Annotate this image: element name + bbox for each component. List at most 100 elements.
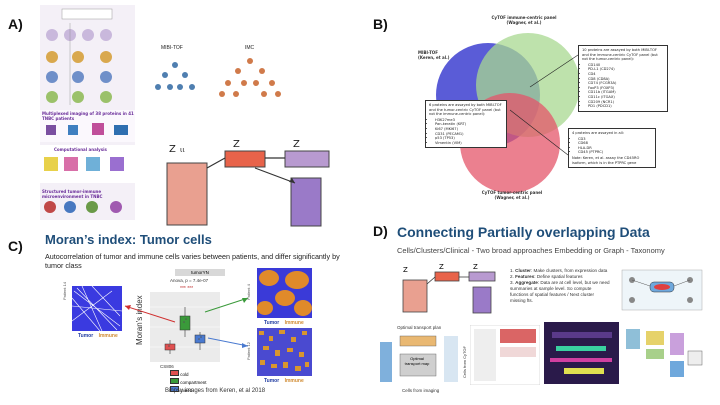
- legend-item-mixed: mixed: [170, 386, 207, 394]
- list-left-heading: 6 proteins are assayed by both MIBI-TOF …: [429, 103, 502, 117]
- tumor-label-left: Tumor: [78, 333, 94, 339]
- panel-label-a: A): [8, 16, 23, 32]
- list-left-item: p53 (TP53): [435, 136, 503, 141]
- svg-text:Z: Z: [233, 139, 240, 150]
- list-left-item: Vimentin (VIM): [435, 141, 503, 146]
- d-title: Connecting Partially overlapping Data: [397, 224, 650, 240]
- tissue-legend-left: Tumor Immune: [78, 333, 118, 339]
- list-center-item: CD68: [578, 141, 652, 146]
- latent-model-diagram: Z ιι Z Z: [166, 139, 330, 227]
- ot-title: Optimal transport plan: [397, 325, 442, 330]
- list-right-item: CD74 (FCGR3A): [588, 81, 664, 86]
- graph-mini-diagram: [621, 269, 703, 311]
- svg-text:Z: Z: [293, 139, 300, 150]
- taxonomy-diagram: [626, 329, 703, 377]
- tissue-legend-right-top: Tumor Immune: [264, 320, 304, 326]
- z-symbol: Z: [169, 144, 176, 155]
- list-center-items: CD3CD68HLA-DRCD45 (PTPRC): [578, 137, 652, 155]
- list-right-item: CD209 (NCR1): [588, 100, 664, 105]
- step-3: 3. Aggregate: Data are at cell level, bu…: [510, 280, 610, 303]
- list-left-item: Pan-keratin (KRT): [435, 122, 503, 127]
- list-right-heading: 10 proteins are assayed by both MIBI-TOF…: [582, 48, 658, 62]
- list-right-item: FoxP3 (FOXP3): [588, 86, 664, 91]
- cell-trees-illustration: [155, 58, 281, 97]
- list-center-item: CD45 (PTPRC): [578, 150, 652, 155]
- optimal-transport-diagram: [380, 335, 458, 382]
- list-all: 4 proteins are assayed in all: CD3CD68HL…: [568, 128, 656, 169]
- patient-label-14: Patient 14: [62, 281, 67, 300]
- patient-label-12: Patient 12: [246, 341, 251, 360]
- panel-label-b: B): [373, 16, 388, 32]
- immune-label-right-bottom: Immune: [284, 378, 304, 384]
- box-legend-title: CS806: [160, 364, 174, 369]
- list-right-item: PD-L1 (CD274): [588, 67, 664, 72]
- step-2: 2. Features: Define spatial features: [510, 274, 583, 279]
- tissue-legend-right-bottom: Tumor Immune: [264, 378, 304, 384]
- caption: Biopsy images from Keren, et al 2018: [165, 388, 266, 394]
- heatmap-table: [470, 325, 540, 385]
- multiplexed-heading: Multiplexed imaging of 38 proteins in 41…: [42, 111, 134, 121]
- list-right-item: CD140: [588, 63, 664, 68]
- study-overview-figure: Multiplexed imaging of 38 proteins in 41…: [40, 5, 135, 220]
- box-legend: cold compartment mixed: [170, 370, 207, 394]
- panel-label-c: C): [8, 238, 23, 254]
- computational-heading: Computational analysis: [54, 147, 107, 152]
- patient-label-4: Patient 4: [246, 284, 251, 300]
- tissue-image-patient12: [257, 328, 312, 376]
- moran-subtitle: Autocorrelation of tumor and immune cell…: [45, 252, 340, 270]
- list-right-item: CD11c (ITGAX): [588, 95, 664, 100]
- list-center-heading: 4 proteins are assayed in all:: [572, 131, 624, 135]
- structured-heading: Structured tumor-immune microenvironment…: [42, 189, 103, 199]
- svg-text:Z: Z: [403, 266, 408, 274]
- imc-label: IMC: [245, 45, 255, 51]
- list-tumor-mibi: 6 proteins are assayed by both MIBI-TOF …: [425, 100, 507, 149]
- box-compartment: [179, 315, 191, 331]
- tissue-image-patient4: [257, 268, 312, 318]
- moran-title: Moran’s index: Tumor cells: [45, 232, 212, 247]
- significance-stars: *** ***: [180, 286, 194, 292]
- ot-box-label: Optimal transport map: [404, 356, 430, 366]
- d-subtitle: Cells/Clusters/Clinical - Two broad appr…: [397, 246, 665, 255]
- step-1: 1. Cluster: Make clusters, from expressi…: [510, 268, 608, 273]
- immune-label-right-top: Immune: [284, 320, 304, 326]
- steps-list: 1. Cluster: Make clusters, from expressi…: [510, 268, 610, 304]
- panel-label-d: D): [373, 223, 388, 239]
- tissue-image-patient14: [72, 286, 122, 331]
- embedding-heatmap: [544, 322, 619, 384]
- list-center-note: Note: Keren, et al. assay the CD45RO iso…: [572, 155, 640, 165]
- list-left-items: H3K27me3Pan-keratin (KRT)Ki67 (MKI67)CD3…: [435, 118, 503, 146]
- box-header: tumorYN: [175, 269, 225, 276]
- study-overview-graphic: [40, 5, 135, 220]
- set-label-immune: CyTOF immune-centric panel (Wagner, et a…: [491, 15, 557, 25]
- cytof-label: Cells from CyTOF: [462, 346, 467, 378]
- list-right-item: CD4: [588, 72, 664, 77]
- tof-label: MIBI-TOF: [161, 45, 183, 51]
- list-left-item: Ki67 (MKI67): [435, 127, 503, 132]
- svg-text:ιι: ιι: [180, 146, 185, 154]
- moran-boxplot: [150, 292, 220, 362]
- legend-item-compartment: compartment: [170, 378, 207, 386]
- immune-label-left: Immune: [98, 333, 118, 339]
- tumor-label-right-bottom: Tumor: [264, 378, 280, 384]
- tumor-label-right-top: Tumor: [264, 320, 280, 326]
- list-right-item: PD1 (PDCD1): [588, 104, 664, 109]
- box-cold: [164, 343, 176, 351]
- list-center-item: HLA-DR: [578, 146, 652, 151]
- list-center-item: CD3: [578, 137, 652, 142]
- list-right-item: CD8 (CD8A): [588, 77, 664, 82]
- list-left-item: H3K27me3: [435, 118, 503, 123]
- list-immune-mibi: 10 proteins are assayed by both MIBI-TOF…: [578, 45, 668, 112]
- box-mixed: [194, 334, 206, 344]
- set-label-mibi: MIBI-TOF (Keren, et al.): [418, 50, 450, 60]
- svg-text:Z: Z: [473, 263, 478, 271]
- list-left-item: CD31 (PECAM1): [435, 132, 503, 137]
- anova-stat: Anova, p = 7.4e-07: [170, 278, 209, 283]
- svg-text:Z: Z: [439, 263, 444, 271]
- list-right-item: CD11b (ITGAM): [588, 90, 664, 95]
- legend-item-cold: cold: [170, 370, 207, 378]
- set-label-tumor: CyTOF tumor-centric panel (Wagner, et al…: [481, 190, 543, 200]
- boxplot-arrows: [124, 297, 249, 348]
- cells-imaging-label: Cells from imaging: [402, 388, 440, 393]
- list-right-items: CD140PD-L1 (CD274)CD4CD8 (CD8A)CD74 (FCG…: [588, 63, 664, 109]
